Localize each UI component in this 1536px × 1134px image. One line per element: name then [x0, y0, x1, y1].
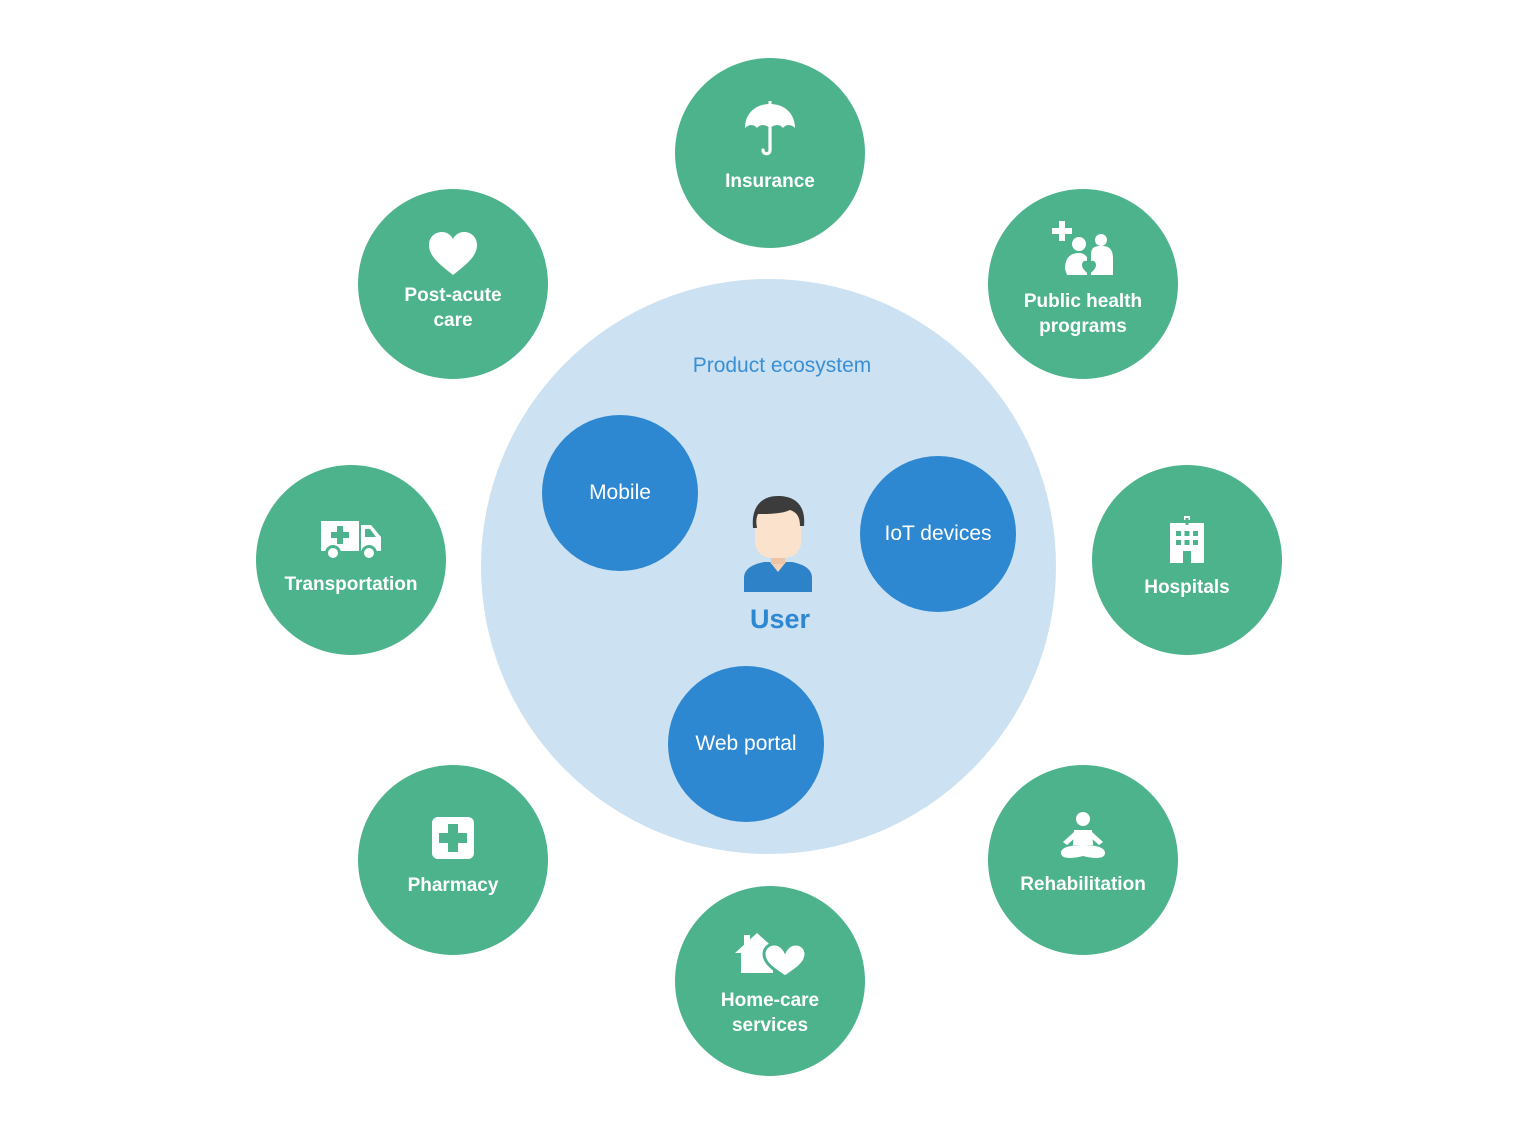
home-heart-icon	[735, 933, 807, 979]
partner-insurance-label: Insurance	[725, 171, 815, 192]
partner-public-health-programs-label: Public health programs	[1023, 291, 1143, 337]
partner-post-acute-care[interactable]: Post-acute care	[358, 189, 548, 379]
partner-transportation[interactable]: Transportation	[256, 465, 446, 655]
partner-hospitals[interactable]: Hospitals	[1092, 465, 1282, 655]
partner-home-care-services[interactable]: Home-care services	[675, 886, 865, 1076]
channel-web-portal[interactable]: Web portal	[668, 666, 824, 822]
partner-post-acute-care-label: Post-acute care	[404, 285, 502, 331]
channel-mobile[interactable]: Mobile	[542, 415, 698, 571]
user-label: User	[749, 604, 811, 634]
medical-cross-icon	[432, 817, 474, 859]
channel-web-portal-label: Web portal	[695, 732, 797, 755]
channel-iot-devices-label: IoT devices	[884, 522, 992, 545]
hospital-building-icon	[1170, 516, 1204, 563]
partner-insurance[interactable]: Insurance	[675, 58, 865, 248]
family-health-icon	[1052, 221, 1113, 275]
partner-rehabilitation-label: Rehabilitation	[1020, 874, 1146, 895]
partner-pharmacy[interactable]: Pharmacy	[358, 765, 548, 955]
ambulance-icon	[321, 521, 381, 561]
partner-transportation-label: Transportation	[284, 574, 418, 595]
partner-home-care-services-label: Home-care services	[720, 990, 820, 1036]
heart-icon	[429, 232, 477, 275]
partner-public-health-programs[interactable]: Public health programs	[988, 189, 1178, 379]
umbrella-icon	[745, 101, 795, 156]
user-avatar-icon	[744, 496, 812, 592]
meditation-icon	[1061, 812, 1105, 858]
channel-mobile-label: Mobile	[589, 481, 651, 504]
partner-hospitals-label: Hospitals	[1144, 577, 1230, 598]
partner-pharmacy-label: Pharmacy	[407, 875, 499, 896]
channel-iot-devices[interactable]: IoT devices	[860, 456, 1016, 612]
partner-rehabilitation[interactable]: Rehabilitation	[988, 765, 1178, 955]
